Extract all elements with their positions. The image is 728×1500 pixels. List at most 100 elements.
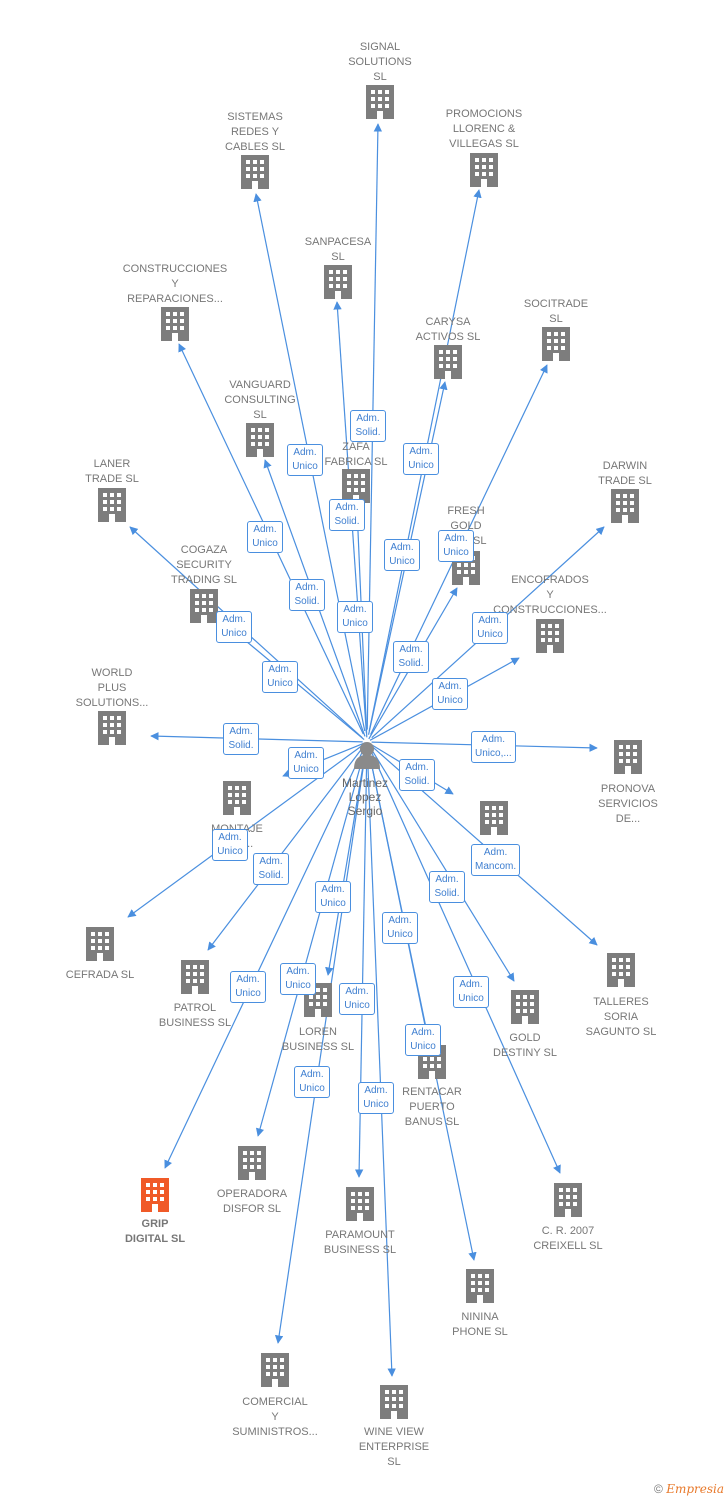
edge-label-sanpacesa[interactable]: Adm. Solid. bbox=[329, 499, 365, 531]
company-label-patrol[interactable]: PATROL BUSINESS SL bbox=[158, 1002, 232, 1029]
edge-label-encofrados[interactable]: Adm. Unico bbox=[432, 678, 468, 710]
company-label-worldplus[interactable]: WORLD PLUS SOLUTIONS... bbox=[75, 667, 149, 709]
brand-logo[interactable]: Empresia bbox=[666, 1482, 724, 1496]
copyright-symbol: © bbox=[654, 1482, 663, 1496]
company-label-cogaza[interactable]: COGAZA SECURITY TRADING SL bbox=[170, 544, 237, 586]
company-label-ninina[interactable]: NININA PHONE SL bbox=[452, 1311, 508, 1338]
edge-label-comercial[interactable]: Adm. Unico bbox=[294, 1066, 330, 1098]
edge-label-promociones[interactable]: Adm. Unico bbox=[403, 443, 439, 475]
building-icon-vanguard[interactable] bbox=[246, 423, 274, 457]
company-label-comercial[interactable]: COMERCIAL Y SUMINISTROS... bbox=[232, 1396, 318, 1438]
edge-label-golddestiny[interactable]: Adm. Solid. bbox=[429, 871, 465, 903]
edge-label-grip[interactable]: Adm. Unico bbox=[230, 971, 266, 1003]
company-label-encofrados[interactable]: ENCOFRADOS Y CONSTRUCCIONES... bbox=[493, 574, 607, 616]
company-label-construcciones[interactable]: CONSTRUCCIONES Y REPARACIONES... bbox=[122, 263, 228, 305]
edge-label-rentacar[interactable]: Adm. Unico bbox=[382, 912, 418, 944]
edge-label-wineview[interactable]: Adm. Unico bbox=[358, 1082, 394, 1114]
company-label-cefrada[interactable]: CEFRADA SL bbox=[65, 969, 135, 981]
edge-label-inv[interactable]: Adm. Solid. bbox=[399, 759, 435, 791]
company-label-wineview[interactable]: WINE VIEW ENTERPRISE SL bbox=[358, 1426, 430, 1468]
edge-label-loren[interactable]: Adm. Unico bbox=[315, 881, 351, 913]
company-label-socitrade[interactable]: SOCITRADE SL bbox=[523, 298, 589, 325]
edge-label-montaje[interactable]: Adm. Unico bbox=[288, 747, 324, 779]
building-icon-paramount[interactable] bbox=[346, 1187, 374, 1221]
building-icon-patrol[interactable] bbox=[181, 960, 209, 994]
company-label-vanguard[interactable]: VANGUARD CONSULTING SL bbox=[224, 379, 296, 421]
company-label-darwin[interactable]: DARWIN TRADE SL bbox=[598, 460, 652, 487]
building-icon-socitrade[interactable] bbox=[542, 327, 570, 361]
building-icon-comercial[interactable] bbox=[261, 1353, 289, 1387]
edge-label-patrol[interactable]: Adm. Solid. bbox=[253, 853, 289, 885]
edge-label-cefrada[interactable]: Adm. Unico bbox=[212, 829, 248, 861]
building-icon-pronova[interactable] bbox=[614, 740, 642, 774]
building-icon-operadora[interactable] bbox=[238, 1146, 266, 1180]
building-icon-inv[interactable] bbox=[480, 801, 508, 835]
building-icon-ninina[interactable] bbox=[466, 1269, 494, 1303]
edge-to-comercial bbox=[274, 753, 366, 1344]
building-icon-grip[interactable] bbox=[141, 1178, 169, 1212]
edge-to-operadora bbox=[255, 749, 366, 1137]
edge-to-grip bbox=[164, 750, 364, 1169]
edge-label-paramount[interactable]: Adm. Unico bbox=[339, 983, 375, 1015]
building-icon-cogaza[interactable] bbox=[190, 589, 218, 623]
company-label-laner[interactable]: LANER TRADE SL bbox=[85, 458, 139, 485]
company-label-creixell[interactable]: C. R. 2007 CREIXELL SL bbox=[533, 1225, 603, 1252]
edge-label-socitrade[interactable]: Adm. Unico bbox=[438, 530, 474, 562]
footer: © Empresia bbox=[654, 1482, 724, 1496]
company-label-operadora[interactable]: OPERADORA DISFOR SL bbox=[216, 1188, 288, 1215]
edge-label-freshgold[interactable]: Adm. Solid. bbox=[393, 641, 429, 673]
edge-label-sistemas[interactable]: Adm. Unico bbox=[287, 444, 323, 476]
edge-to-patrol bbox=[207, 745, 365, 951]
company-label-talleres[interactable]: TALLERES SORIA SAGUNTO SL bbox=[585, 996, 657, 1038]
company-label-paramount[interactable]: PARAMOUNT BUSINESS SL bbox=[323, 1229, 397, 1256]
edge-to-loren bbox=[325, 746, 367, 976]
edge-label-pronova[interactable]: Adm. Unico,... bbox=[471, 731, 516, 763]
edge-label-cogaza[interactable]: Adm. Unico bbox=[262, 661, 298, 693]
edge-to-wineview bbox=[366, 754, 396, 1377]
building-icon-sanpacesa[interactable] bbox=[324, 265, 352, 299]
building-icon-montaje[interactable] bbox=[223, 781, 251, 815]
company-label-signal[interactable]: SIGNAL SOLUTIONS SL bbox=[348, 41, 412, 83]
building-icon-sistemas[interactable] bbox=[241, 155, 269, 189]
company-label-grip[interactable]: GRIP DIGITAL SL bbox=[124, 1218, 186, 1245]
edge-label-vanguard[interactable]: Adm. Solid. bbox=[289, 579, 325, 611]
building-icon-signal[interactable] bbox=[366, 85, 394, 119]
building-icon-laner[interactable] bbox=[98, 488, 126, 522]
company-label-golddestiny[interactable]: GOLD DESTINY SL bbox=[493, 1032, 557, 1059]
person-icon[interactable] bbox=[354, 742, 380, 769]
edge-label-signal[interactable]: Adm. Solid. bbox=[350, 410, 386, 442]
edge-label-construcciones[interactable]: Adm. Unico bbox=[247, 521, 283, 553]
company-label-carysa[interactable]: CARYSA ACTIVOS SL bbox=[415, 316, 481, 343]
edge-to-creixell bbox=[370, 750, 561, 1174]
edge-label-zafabrica[interactable]: Adm. Unico bbox=[337, 601, 373, 633]
edge-label-worldplus[interactable]: Adm. Solid. bbox=[223, 723, 259, 755]
building-icon-cefrada[interactable] bbox=[86, 927, 114, 961]
building-icon-golddestiny[interactable] bbox=[511, 990, 539, 1024]
edge-label-ninina[interactable]: Adm. Unico bbox=[405, 1024, 441, 1056]
company-label-loren[interactable]: LOREN BUSINESS SL bbox=[281, 1026, 355, 1053]
building-icon-talleres[interactable] bbox=[607, 953, 635, 987]
building-icon-construcciones[interactable] bbox=[161, 307, 189, 341]
building-icon-creixell[interactable] bbox=[554, 1183, 582, 1217]
building-icon-encofrados[interactable] bbox=[536, 619, 564, 653]
edge-label-operadora[interactable]: Adm. Unico bbox=[280, 963, 316, 995]
company-label-promociones[interactable]: PROMOCIONS LLORENC & VILLEGAS SL bbox=[445, 108, 523, 150]
edge-label-talleres[interactable]: Adm. Mancom. bbox=[471, 844, 521, 876]
center-person-label[interactable]: Martinez Lopez Sergio bbox=[341, 776, 388, 818]
company-label-pronova[interactable]: PRONOVA SERVICIOS DE... bbox=[598, 783, 658, 825]
building-icon-wineview[interactable] bbox=[380, 1385, 408, 1419]
building-icon-worldplus[interactable] bbox=[98, 711, 126, 745]
building-icon-darwin[interactable] bbox=[611, 489, 639, 523]
company-label-zafabrica[interactable]: ZAFA FABRICA SL bbox=[324, 441, 388, 468]
building-icon-zafabrica[interactable] bbox=[342, 469, 370, 503]
building-icon-promociones[interactable] bbox=[470, 153, 498, 187]
building-icon-carysa[interactable] bbox=[434, 345, 462, 379]
company-label-sanpacesa[interactable]: SANPACESA SL bbox=[304, 236, 372, 263]
company-label-sistemas[interactable]: SISTEMAS REDES Y CABLES SL bbox=[225, 111, 285, 153]
edge-label-darwin[interactable]: Adm. Unico bbox=[472, 612, 508, 644]
company-label-rentacar[interactable]: RENTACAR PUERTO BANUS SL bbox=[402, 1086, 462, 1128]
edge-label-creixell[interactable]: Adm. Unico bbox=[453, 976, 489, 1008]
edge-label-carysa[interactable]: Adm. Unico bbox=[384, 539, 420, 571]
edge-label-laner[interactable]: Adm. Unico bbox=[216, 611, 252, 643]
